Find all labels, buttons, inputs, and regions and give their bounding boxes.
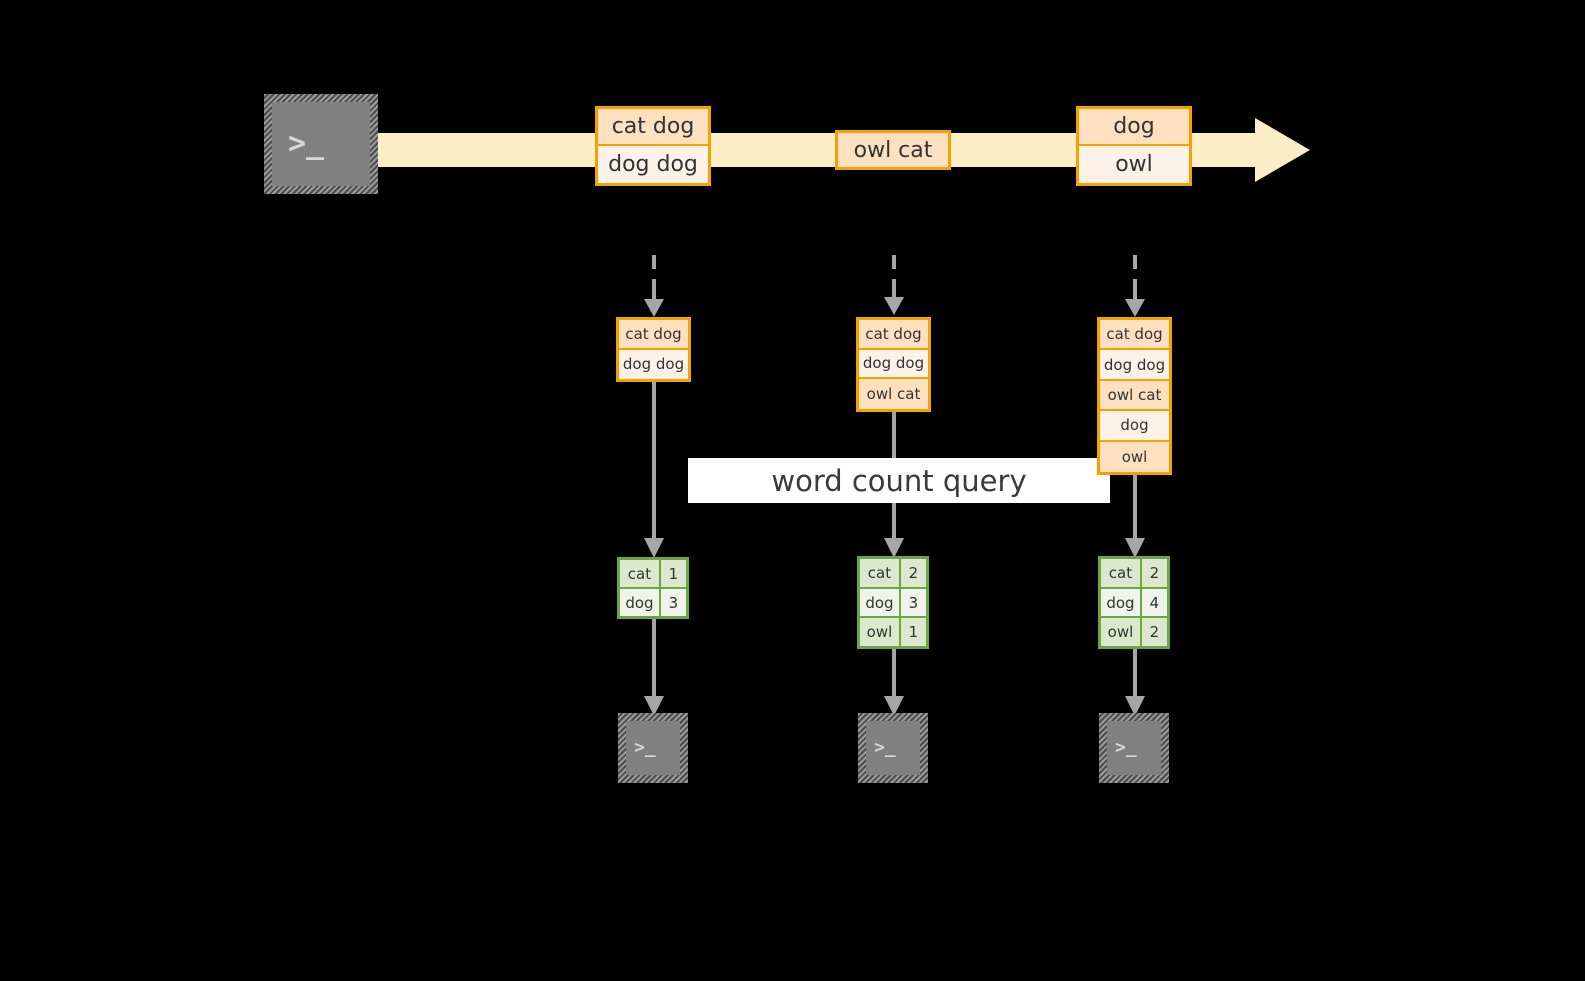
snapshot-table-1[interactable]: cat dog dog dog <box>616 317 691 382</box>
sink-connector-2 <box>884 648 904 716</box>
sink-terminal-3: >_ <box>1099 713 1169 783</box>
result-count-cell: 1 <box>900 618 926 647</box>
source-terminal-icon: >_ <box>264 94 378 194</box>
result-count-cell: 3 <box>900 588 926 617</box>
sink-connector-1 <box>644 618 664 716</box>
result-row: owl 2 <box>1101 618 1167 647</box>
terminal-screen: >_ <box>866 721 920 775</box>
result-count-cell: 2 <box>1141 618 1167 647</box>
query-connector-1 <box>644 380 664 558</box>
result-word-cell: cat <box>620 560 661 587</box>
trigger-arrow-2 <box>884 255 904 315</box>
terminal-screen: >_ <box>272 102 370 186</box>
result-word-cell: owl <box>1101 618 1142 647</box>
terminal-prompt-glyph: >_ <box>874 737 896 758</box>
terminal-prompt-glyph: >_ <box>634 737 656 758</box>
terminal-prompt-glyph: >_ <box>1115 737 1137 758</box>
query-label: word count query <box>771 463 1027 498</box>
stream-record-1[interactable]: cat dog dog dog <box>595 106 711 186</box>
terminal-screen: >_ <box>626 721 680 775</box>
stream-record-row: dog <box>1079 109 1189 146</box>
result-row: cat 1 <box>620 560 686 589</box>
result-count-cell: 1 <box>660 560 686 587</box>
stream-record-2[interactable]: owl cat <box>835 130 951 170</box>
stream-record-row: owl cat <box>838 133 948 167</box>
trigger-arrow-3 <box>1125 255 1145 317</box>
snapshot-row: dog dog <box>1100 350 1169 381</box>
stream-record-row: owl <box>1079 146 1189 183</box>
result-table-3[interactable]: cat 2 dog 4 owl 2 <box>1098 556 1170 649</box>
snapshot-row: cat dog <box>619 320 688 350</box>
result-word-cell: dog <box>1101 588 1142 617</box>
word-count-query-band: word count query <box>688 458 1110 503</box>
snapshot-table-2[interactable]: cat dog dog dog owl cat <box>856 317 931 412</box>
snapshot-row: owl cat <box>859 379 928 409</box>
stream-record-3[interactable]: dog owl <box>1076 106 1192 186</box>
snapshot-row: dog <box>1100 411 1169 442</box>
result-row: owl 1 <box>860 618 926 647</box>
stream-record-row: dog dog <box>598 146 708 183</box>
result-count-cell: 2 <box>900 559 926 587</box>
snapshot-row: cat dog <box>859 320 928 350</box>
result-word-cell: dog <box>860 588 901 617</box>
result-count-cell: 4 <box>1141 588 1167 617</box>
result-word-cell: cat <box>1101 559 1142 587</box>
result-row: dog 3 <box>620 589 686 616</box>
snapshot-row: owl cat <box>1100 380 1169 412</box>
sink-terminal-2: >_ <box>858 713 928 783</box>
sink-connector-3 <box>1125 648 1145 716</box>
snapshot-table-3[interactable]: cat dog dog dog owl cat dog owl <box>1097 317 1172 475</box>
stream-record-row: cat dog <box>598 109 708 146</box>
trigger-arrow-1 <box>644 255 664 317</box>
result-row: cat 2 <box>1101 559 1167 589</box>
result-row: cat 2 <box>860 559 926 589</box>
result-word-cell: dog <box>620 589 661 616</box>
query-connector-3 <box>1125 472 1145 558</box>
result-word-cell: owl <box>860 618 901 647</box>
snapshot-row: dog dog <box>619 349 688 379</box>
terminal-prompt-glyph: >_ <box>288 126 325 161</box>
result-table-1[interactable]: cat 1 dog 3 <box>617 557 689 619</box>
result-count-cell: 3 <box>660 589 686 616</box>
result-row: dog 3 <box>860 588 926 619</box>
sink-terminal-1: >_ <box>618 713 688 783</box>
terminal-screen: >_ <box>1107 721 1161 775</box>
snapshot-row: cat dog <box>1100 320 1169 351</box>
result-word-cell: cat <box>860 559 901 587</box>
result-row: dog 4 <box>1101 588 1167 619</box>
snapshot-row: owl <box>1100 441 1169 472</box>
result-table-2[interactable]: cat 2 dog 3 owl 1 <box>857 556 929 649</box>
event-stream-arrow <box>366 118 1310 182</box>
snapshot-row: dog dog <box>859 349 928 380</box>
result-count-cell: 2 <box>1141 559 1167 587</box>
